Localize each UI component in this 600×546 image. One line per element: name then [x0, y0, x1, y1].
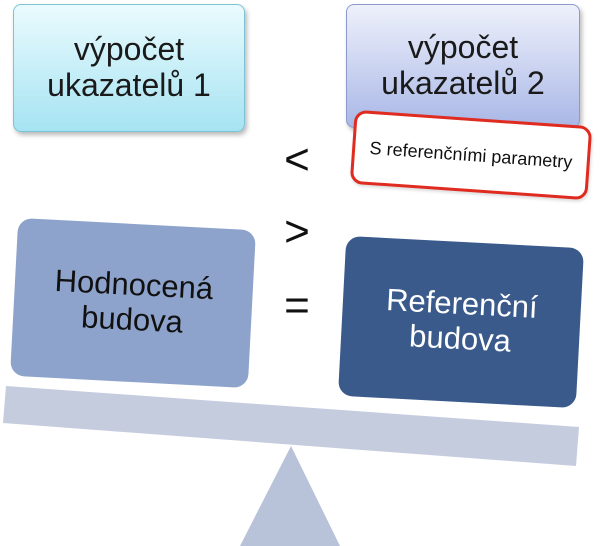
- indicator-calculation-2-box: výpočet ukazatelů 2: [346, 4, 580, 128]
- calc1-line2: ukazatelů 1: [47, 67, 211, 103]
- equals-symbol: =: [284, 281, 310, 330]
- fulcrum-triangle: [240, 446, 340, 546]
- calc2-line2: ukazatelů 2: [381, 65, 545, 101]
- reference-line2: budova: [408, 318, 512, 359]
- less-than-symbol: <: [284, 135, 310, 184]
- reference-building-box: Referenční budova: [337, 235, 585, 409]
- evaluated-line1: Hodnocená: [53, 263, 215, 307]
- balance-beam: [3, 386, 579, 466]
- evaluated-line2: budova: [80, 299, 184, 340]
- calc1-line1: výpočet: [73, 31, 185, 68]
- tag-text: S referenčními parametry: [369, 137, 574, 172]
- calc2-line1: výpočet: [407, 29, 519, 66]
- reference-line1: Referenční: [385, 282, 539, 326]
- evaluated-building-box: Hodnocená budova: [10, 217, 256, 389]
- indicator-calculation-1-box: výpočet ukazatelů 1: [13, 4, 245, 132]
- greater-than-symbol: >: [284, 207, 310, 256]
